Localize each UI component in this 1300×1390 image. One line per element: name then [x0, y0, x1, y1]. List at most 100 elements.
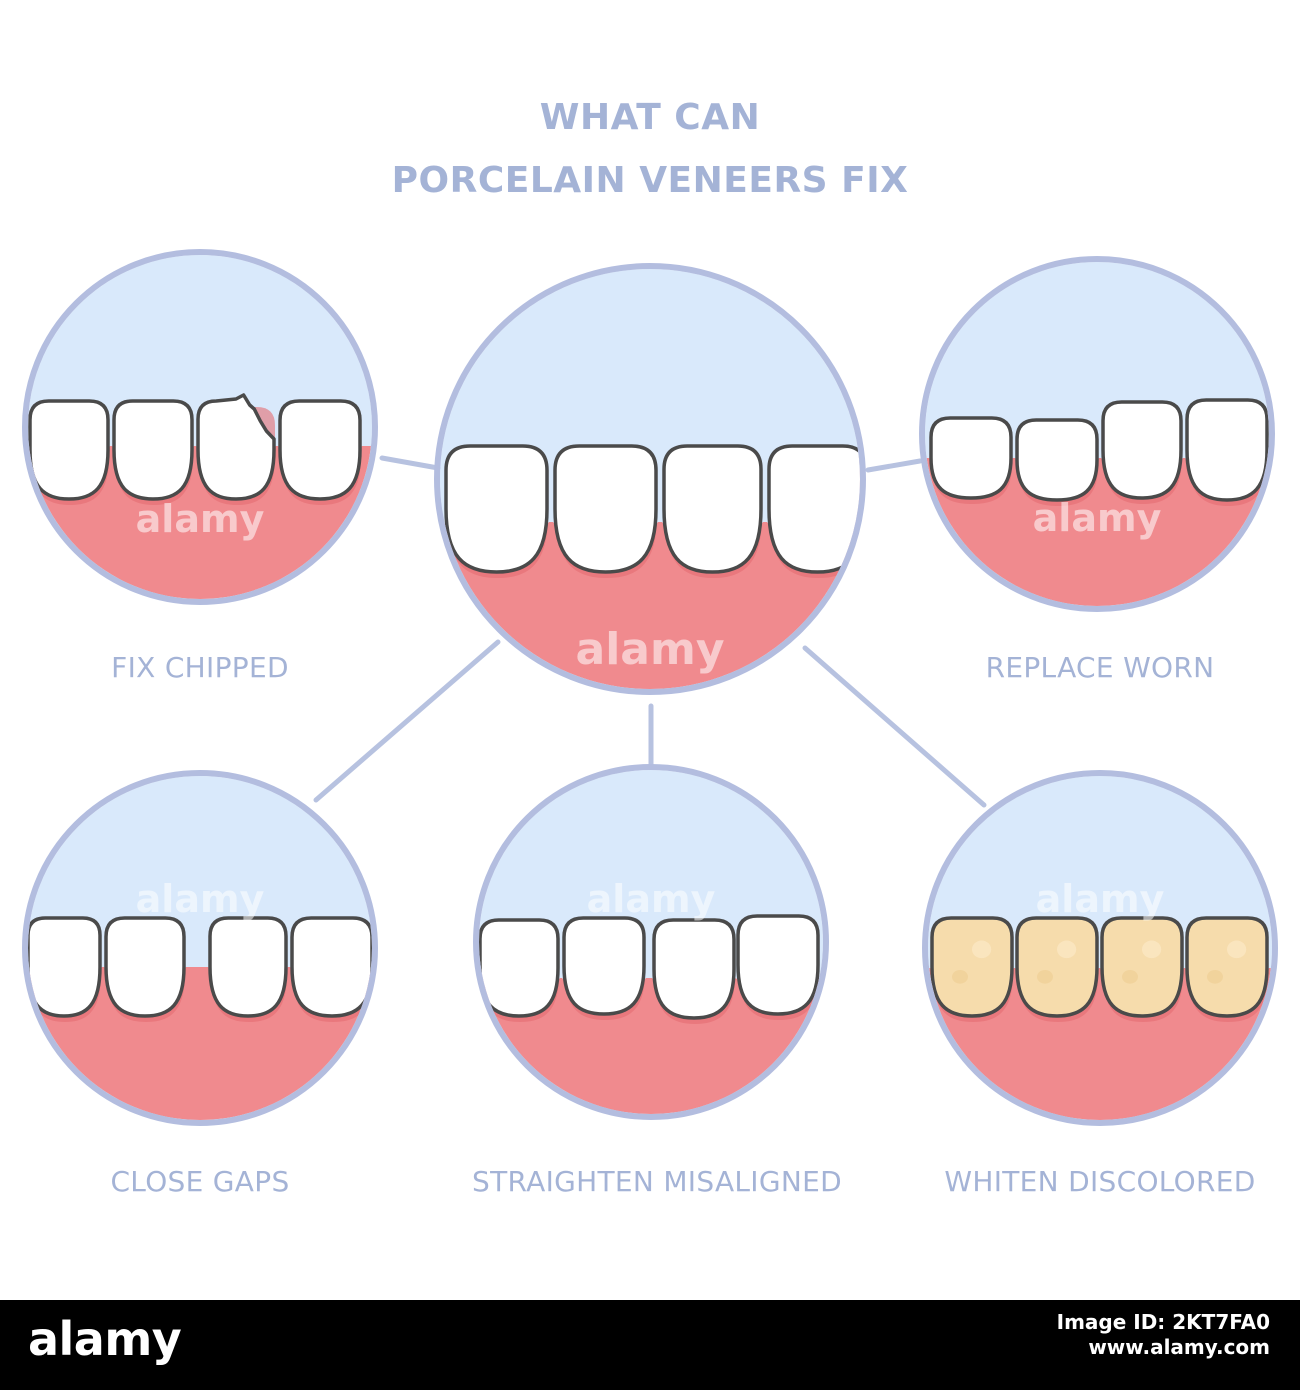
tooth-body [930, 916, 1014, 1018]
caption-close-gaps: CLOSE GAPS [110, 1165, 290, 1198]
caption-replace-worn: REPLACE WORN [985, 651, 1215, 684]
tooth-body [112, 399, 194, 501]
tooth-icon [278, 399, 362, 501]
tooth-body [553, 444, 658, 574]
tooth-icon [1101, 400, 1183, 500]
tooth-body [479, 918, 560, 1018]
tooth-body [278, 399, 362, 501]
footer-brand-logo: alamy [28, 1312, 182, 1366]
discolored-scene: alamy [928, 776, 1272, 1120]
panel-ring [22, 249, 378, 605]
stain-highlight [972, 940, 992, 959]
caption-whiten-discolored: WHITEN DISCOLORED [944, 1165, 1256, 1198]
panel-ring [922, 770, 1278, 1126]
footer-site: www.alamy.com [1088, 1335, 1270, 1359]
connector-line-2 [865, 458, 923, 473]
stain-highlight [1142, 940, 1162, 959]
stained-tooth-icon [1015, 916, 1099, 1018]
tooth-icon [28, 916, 102, 1018]
chipped-tooth-icon [196, 393, 276, 501]
stain-spot [1207, 969, 1223, 984]
connector-line-5 [802, 645, 987, 808]
tooth-body [290, 916, 372, 1018]
tooth-body [1185, 398, 1269, 502]
watermark-text: alamy [1033, 496, 1162, 540]
tooth-body [736, 914, 820, 1016]
tooth-body [196, 393, 276, 501]
tooth-icon [553, 444, 658, 574]
connector-line-1 [379, 455, 441, 471]
tooth-icon [1185, 398, 1269, 502]
tooth-icon [662, 444, 763, 574]
title-line-2: PORCELAIN VENEERS FIX [391, 160, 909, 201]
footer-bar: alamy Image ID: 2KT7FA0 www.alamy.com [0, 1300, 1300, 1390]
tooth-icon [479, 918, 560, 1018]
tooth-body [652, 918, 736, 1020]
tooth-body [444, 444, 549, 574]
misaligned-scene: alamy [479, 770, 823, 1114]
footer-image-info: Image ID: 2KT7FA0 www.alamy.com [1057, 1310, 1270, 1360]
chipped-scene: alamy [28, 255, 372, 599]
stained-tooth-icon [930, 916, 1014, 1018]
tooth-body [562, 916, 646, 1016]
tooth-body [28, 399, 110, 501]
diagram-canvas: alamy alamy alamy alamy alamy alamy [22, 249, 1278, 1126]
tooth-icon [736, 914, 820, 1016]
tooth-body [929, 416, 1013, 500]
panel-ring [434, 263, 866, 695]
tooth-body [1015, 916, 1099, 1018]
watermark-text: alamy [587, 877, 716, 921]
watermark-text: alamy [136, 877, 265, 921]
stained-tooth-icon [1100, 916, 1184, 1018]
panel-straighten-misaligned: alamy [473, 764, 829, 1120]
stain-spot [1122, 969, 1138, 984]
tooth-body [1015, 418, 1099, 502]
gum [28, 967, 372, 1120]
tooth-icon [1015, 418, 1099, 502]
watermark-text: alamy [576, 624, 725, 675]
panel-center-veneers: alamy [434, 263, 866, 695]
tooth-body [1185, 916, 1269, 1018]
panel-whiten-discolored: alamy [922, 770, 1278, 1126]
tooth-icon [929, 416, 1013, 500]
tooth-icon [767, 444, 860, 574]
panel-close-gaps: alamy [22, 770, 378, 1126]
tooth-body [662, 444, 763, 574]
tooth-icon [28, 399, 110, 501]
gum [925, 458, 1269, 606]
panel-fix-chipped: alamy [22, 249, 378, 605]
watermark-text: alamy [136, 497, 265, 541]
stained-tooth-icon [1185, 916, 1269, 1018]
caption-fix-chipped: FIX CHIPPED [111, 651, 289, 684]
center-scene: alamy [440, 269, 860, 689]
caption-straighten-misaligned: STRAIGHTEN MISALIGNED [472, 1165, 842, 1198]
tooth-icon [208, 916, 288, 1018]
gum [928, 968, 1272, 1120]
tooth-body [104, 916, 186, 1018]
tooth-body [28, 916, 102, 1018]
watermark-text: alamy [1036, 877, 1165, 921]
panel-replace-worn: alamy [919, 256, 1275, 612]
tooth-body [1101, 400, 1183, 500]
gum [479, 978, 823, 1114]
tooth-icon [444, 444, 549, 574]
tooth-icon [104, 916, 186, 1018]
stain-spot [952, 969, 968, 984]
stain-highlight [1057, 940, 1077, 959]
panel-ring [22, 770, 378, 1126]
tooth-body [208, 916, 288, 1018]
stain-highlight [1227, 940, 1247, 959]
panel-ring [473, 764, 829, 1120]
tooth-icon [562, 916, 646, 1016]
tooth-body [1100, 916, 1184, 1018]
gum [440, 522, 860, 689]
stain-spot [1037, 969, 1053, 984]
panel-ring [919, 256, 1275, 612]
tooth-icon [112, 399, 194, 501]
tooth-icon [652, 918, 736, 1020]
gaps-scene: alamy [28, 776, 372, 1120]
worn-scene: alamy [925, 262, 1269, 606]
tooth-icon [290, 916, 372, 1018]
connector-line-3 [313, 639, 501, 803]
